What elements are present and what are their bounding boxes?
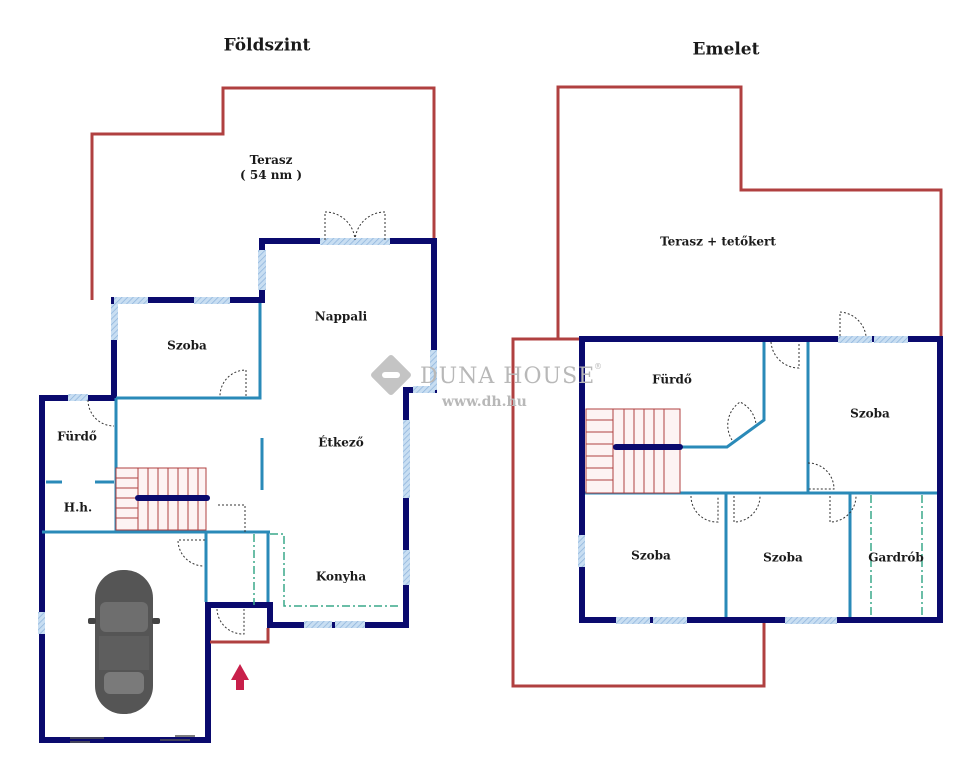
upper-stairs <box>585 408 681 494</box>
wardrobe-outline <box>870 495 923 615</box>
watermark-url: www.dh.hu <box>442 394 527 410</box>
room-area: ( 54 nm ) <box>239 168 303 182</box>
car-icon <box>88 570 160 714</box>
entrance-arrow-icon <box>231 664 249 690</box>
door-swings <box>87 211 386 635</box>
entrance-vestibule <box>210 628 270 644</box>
room-label-gardrob: Gardrób <box>868 550 924 565</box>
upper-windows <box>578 336 908 624</box>
room-label-etkezo: Étkező <box>318 435 364 450</box>
duna-house-logo-icon <box>369 353 413 397</box>
registered-mark: ® <box>594 362 602 371</box>
room-label-upper-szoba-3: Szoba <box>763 550 803 565</box>
room-label-upper-furdo: Fürdő <box>652 372 692 387</box>
room-name: Terasz <box>249 153 293 167</box>
room-label-upper-szoba-2: Szoba <box>631 548 671 563</box>
floor-title-ground: Földszint <box>223 35 311 56</box>
room-label-roof-terrace: Terasz + tetőkert <box>660 234 776 249</box>
ground-floor <box>38 86 437 743</box>
room-label-upper-szoba-1: Szoba <box>850 406 890 421</box>
garage-door-marks <box>70 735 195 743</box>
room-label-furdo: Fürdő <box>57 429 97 444</box>
watermark: DUNA HOUSE ® www.dh.hu <box>369 353 612 416</box>
upper-exterior-walls <box>579 336 943 623</box>
room-label-szoba: Szoba <box>167 338 207 353</box>
upper-floor <box>511 85 943 688</box>
interior-walls <box>42 303 270 602</box>
kitchen-counter-outline <box>253 533 400 607</box>
upper-door-swings <box>690 311 867 523</box>
watermark-brand: DUNA HOUSE <box>420 364 596 389</box>
terrace-outline <box>90 86 436 300</box>
room-label-nappali: Nappali <box>314 309 368 324</box>
room-label-terrace: Terasz ( 54 nm ) <box>240 153 302 183</box>
room-label-konyha: Konyha <box>315 569 367 584</box>
room-label-hh: H.h. <box>63 500 93 515</box>
windows <box>38 238 437 634</box>
roof-terrace-outline <box>511 337 766 688</box>
floor-title-upper: Emelet <box>692 39 760 60</box>
